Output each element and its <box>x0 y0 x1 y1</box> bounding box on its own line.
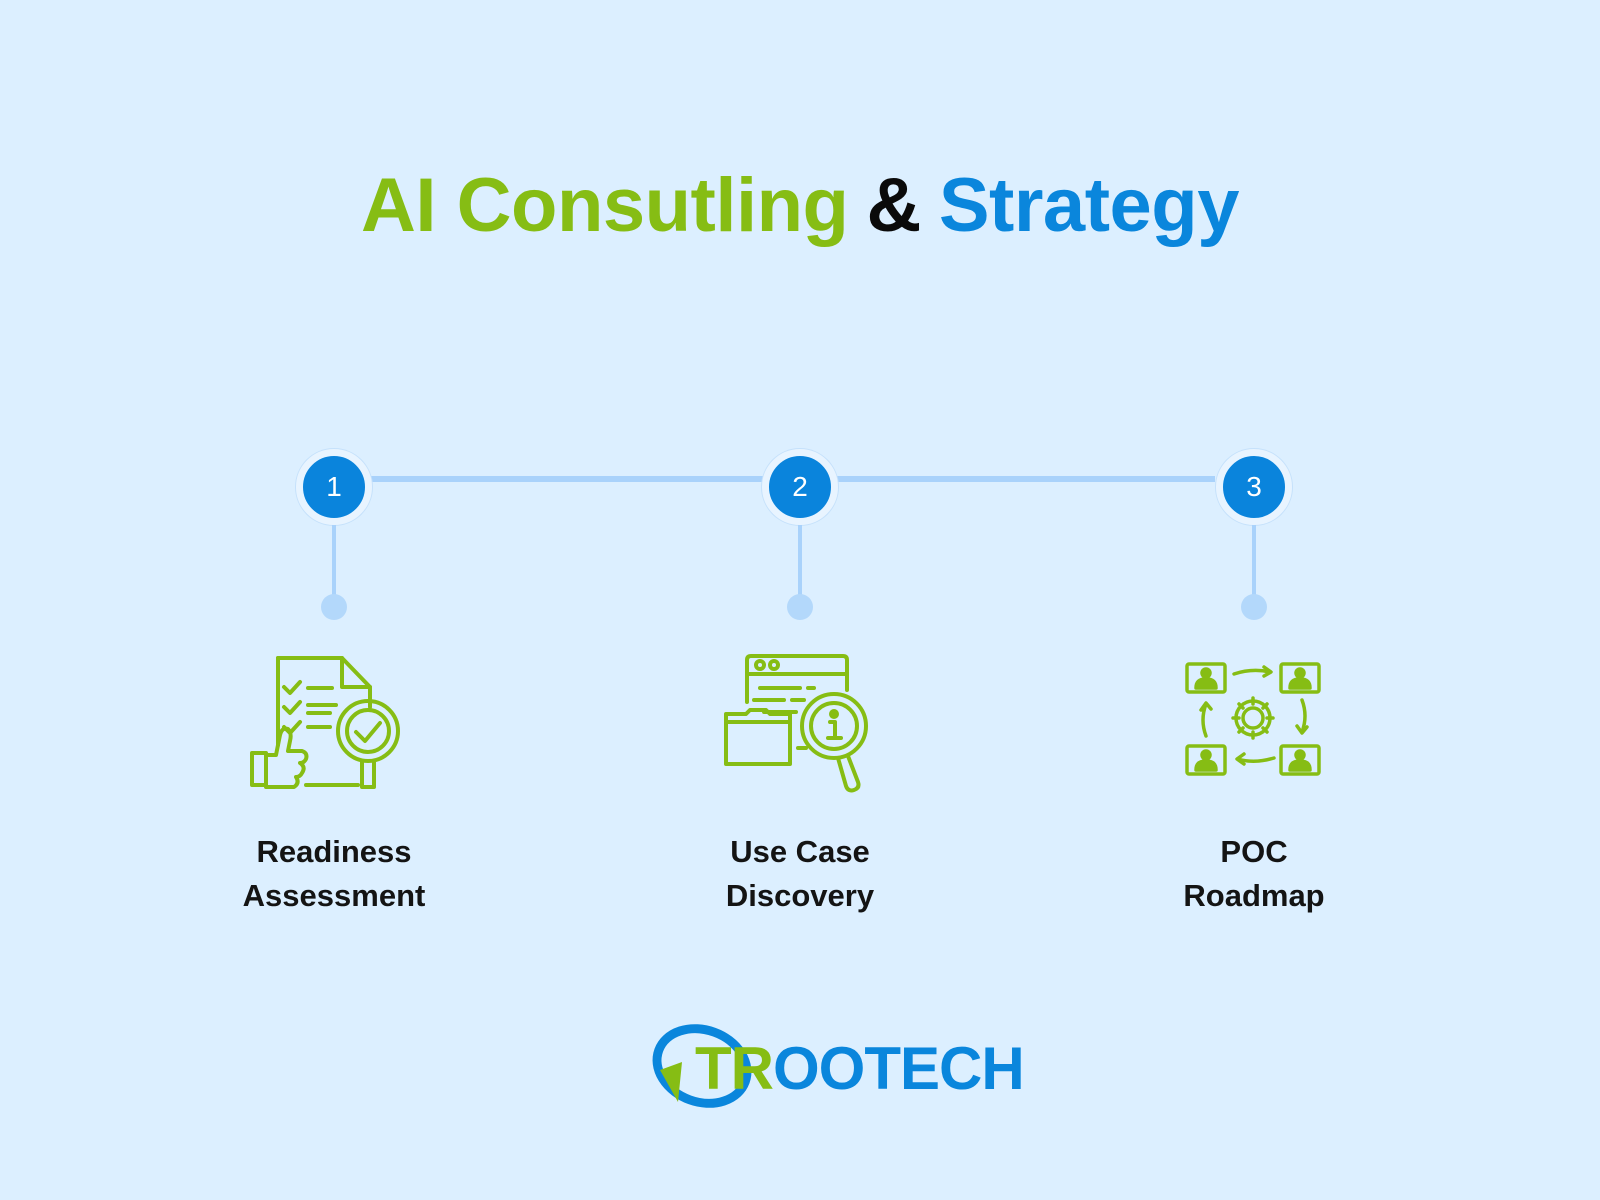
step-label-line2: Assessment <box>242 878 426 913</box>
step-label-line1: Use Case <box>730 834 870 869</box>
step-number-badge: 1 <box>296 449 372 525</box>
trootech-logo: TROOTECH <box>650 1022 1025 1122</box>
step-connector-dot <box>1241 594 1267 620</box>
title-part-ai-consulting: AI Consutling <box>361 163 849 248</box>
page-title: AI Consutling&Strategy <box>0 162 1600 249</box>
logo-swoosh-icon <box>652 1024 752 1108</box>
step-connector-dot <box>321 594 347 620</box>
step-label: POC Roadmap <box>1094 830 1414 918</box>
step-label-line2: Roadmap <box>1183 878 1325 913</box>
logo-text-tr: TR <box>695 1035 774 1102</box>
step-label-line2: Discovery <box>725 878 875 913</box>
browser-folder-magnifier-info-icon <box>724 654 868 793</box>
title-part-strategy: Strategy <box>938 163 1240 248</box>
step-vertical-connector <box>798 525 802 597</box>
document-check-thumbs-up-icon <box>250 656 400 789</box>
step-label: Readiness Assessment <box>174 830 494 918</box>
step-vertical-connector <box>1252 525 1256 597</box>
step-label-line1: Readiness <box>256 834 412 869</box>
step-label: Use Case Discovery <box>640 830 960 918</box>
step-vertical-connector <box>332 525 336 597</box>
step-connector-dot <box>787 594 813 620</box>
title-ampersand: & <box>866 163 921 248</box>
logo-text-ootech: OOTECH <box>772 1035 1025 1102</box>
connector-line-1-2 <box>365 476 765 482</box>
logo-wordmark: TROOTECH <box>695 1034 1025 1103</box>
step-number-badge: 3 <box>1216 449 1292 525</box>
connector-line-2-3 <box>830 476 1215 482</box>
step-number-badge: 2 <box>762 449 838 525</box>
people-cycle-gear-icon <box>1185 662 1321 776</box>
step-label-line1: POC <box>1220 834 1288 869</box>
